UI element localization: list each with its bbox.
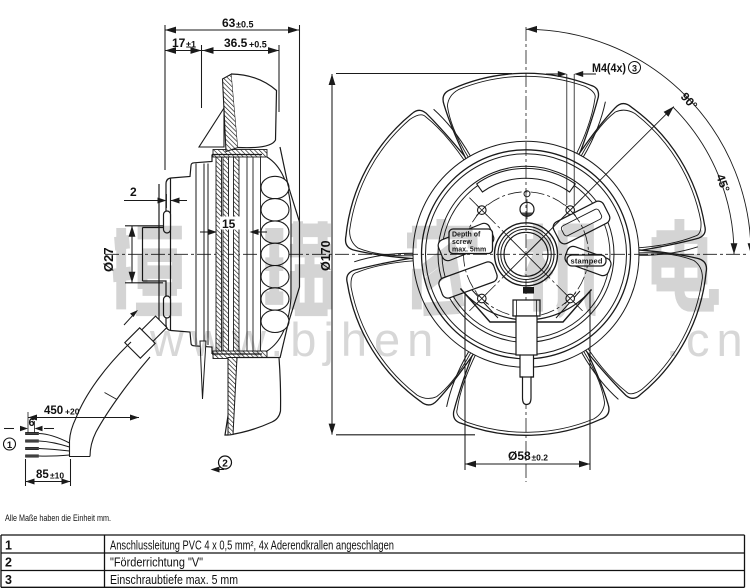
svg-text:±1: ±1 [186, 40, 196, 50]
svg-text:Ø58: Ø58 [508, 449, 531, 463]
svg-text:Einschraubtiefe max. 5 mm: Einschraubtiefe max. 5 mm [110, 573, 238, 587]
svg-text:±10: ±10 [50, 471, 64, 481]
svg-text:2: 2 [5, 556, 12, 570]
svg-text:screw: screw [452, 239, 472, 246]
svg-text:max. 5mm: max. 5mm [452, 247, 486, 254]
svg-text:www.bjhen: www.bjhen [149, 313, 440, 366]
svg-text:Anschlussleitung PVC 4 x 0,5 m: Anschlussleitung PVC 4 x 0,5 mm², 4x Ade… [110, 539, 394, 553]
svg-text:17: 17 [172, 36, 186, 50]
svg-text:45°: 45° [713, 172, 732, 194]
svg-text:Ø27: Ø27 [101, 247, 116, 272]
svg-text:1: 1 [7, 440, 13, 451]
svg-text:2: 2 [130, 185, 137, 199]
svg-text:"Förderrichtung "V": "Förderrichtung "V" [110, 556, 203, 570]
svg-text:±0.5: ±0.5 [236, 20, 253, 30]
svg-text:36.5: 36.5 [224, 36, 248, 50]
svg-text:+20: +20 [65, 407, 80, 417]
svg-text:63: 63 [222, 16, 236, 30]
svg-text:1: 1 [5, 539, 12, 553]
svg-text:85: 85 [36, 469, 49, 481]
svg-text:Alle Maße haben die Einheit mm: Alle Maße haben die Einheit mm. [5, 513, 111, 524]
svg-text:.cn: .cn [666, 313, 750, 366]
svg-text:3: 3 [632, 64, 637, 74]
svg-text:±0.2: ±0.2 [532, 453, 549, 463]
svg-text:3: 3 [5, 573, 12, 587]
svg-text:M4(4x): M4(4x) [592, 63, 626, 75]
svg-text:450: 450 [44, 405, 63, 417]
svg-text:6: 6 [29, 417, 35, 429]
svg-text:+0.5: +0.5 [249, 40, 267, 50]
svg-text:15: 15 [222, 217, 236, 231]
svg-text:2: 2 [222, 459, 228, 470]
